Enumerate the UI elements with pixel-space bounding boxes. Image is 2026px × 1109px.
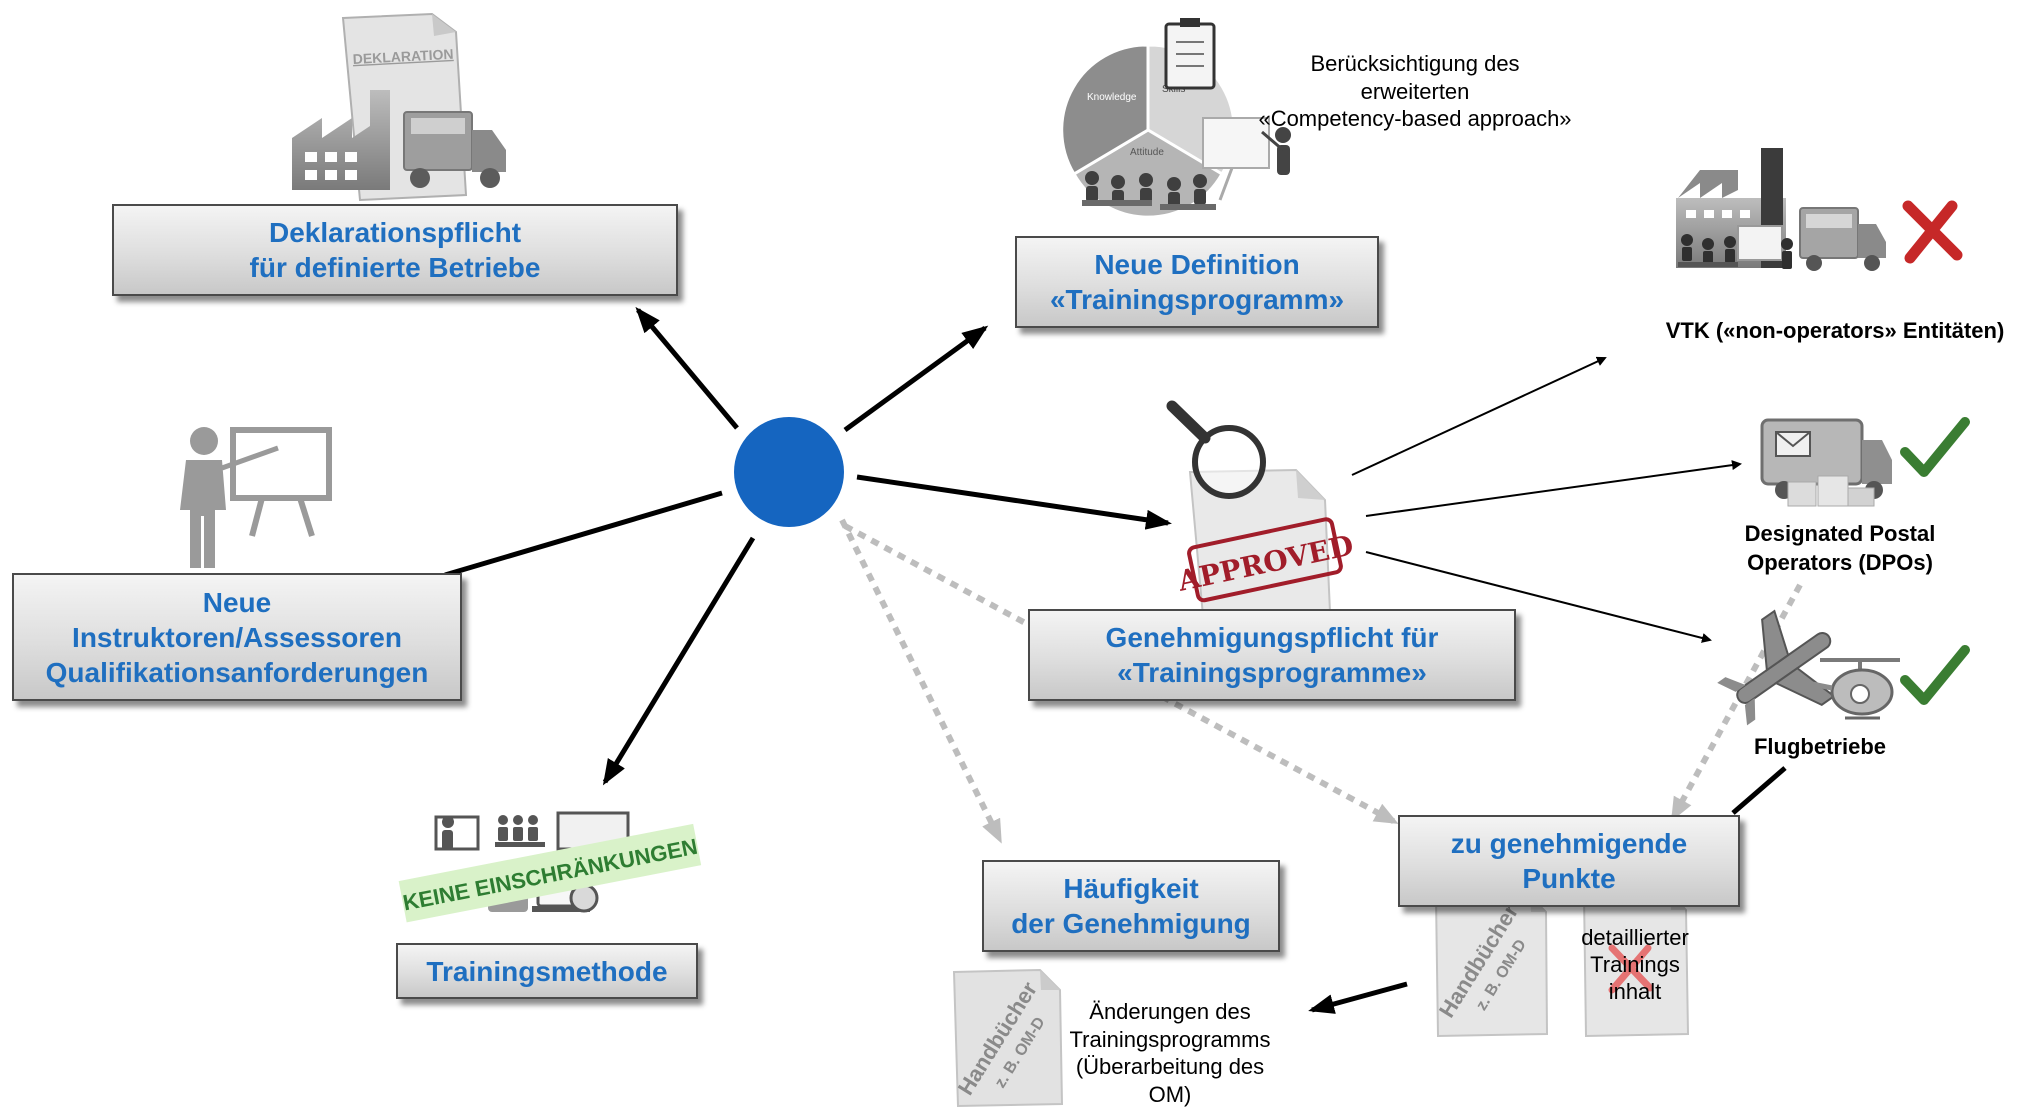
manual-document-icon: Handbücher z. B. OM-D — [953, 968, 1064, 1108]
dotted-arrow-from-dpo — [1670, 583, 1803, 822]
flugbetriebe-check-icon — [1900, 645, 1970, 705]
detail-training-label: detaillierter Trainings inhalt — [1560, 925, 1710, 1005]
approved-document-icon: APPROVED — [1166, 400, 1356, 618]
dpo-line2: Operators (DPOs) — [1747, 549, 1933, 575]
deklarationspflicht-box: Deklarationspflicht für definierte Betri… — [112, 204, 678, 296]
deklaration-line2: für definierte Betriebe — [249, 252, 541, 283]
aenderungen-line4: OM) — [1148, 1081, 1192, 1107]
detail-line3: inhalt — [1608, 978, 1662, 1004]
instructor-whiteboard-icon — [180, 427, 332, 568]
arrow-to-genehmigungspflicht — [856, 474, 1172, 530]
neue-definition-line2: «Trainingsprogramm» — [1049, 284, 1345, 315]
detail-line1: detaillierter — [1581, 925, 1689, 950]
dpo-label: Designated Postal Operators (DPOs) — [1720, 520, 1960, 577]
instruktoren-line3: Qualifikationsanforderungen — [45, 656, 429, 688]
instruktoren-box: Neue Instruktoren/Assessoren Qualifikati… — [12, 573, 462, 701]
genehmigungspflicht-line1: Genehmigungspflicht für — [1105, 622, 1439, 653]
arrow-to-dpo — [1365, 460, 1742, 517]
trainingsmethode-box: Trainingsmethode — [396, 943, 698, 999]
pie-knowledge-label: Knowledge — [1087, 92, 1137, 103]
aenderungen-line2: Trainingsprogramms — [1069, 1026, 1271, 1052]
helicopter-icon — [1811, 658, 1900, 720]
postal-truck-icon — [1760, 418, 1892, 507]
aenderungen-line1: Änderungen des — [1089, 999, 1251, 1024]
instruktoren-line2: Instruktoren/Assessoren — [72, 621, 402, 653]
aenderungen-label: Änderungen des Trainingsprogramms (Übera… — [1060, 998, 1280, 1108]
competency-training-icon: Knowledge Skills Attitude — [1060, 18, 1291, 219]
dpo-line1: Designated Postal — [1744, 521, 1936, 546]
competency-line2: «Competency-based approach» — [1258, 106, 1572, 131]
line-to-instruktoren — [444, 490, 723, 578]
zu-genehmigende-punkte-box: zu genehmigende Punkte — [1398, 815, 1740, 907]
neue-definition-box: Neue Definition «Trainingsprogramm» — [1015, 236, 1379, 328]
vtk-factory-icon — [1676, 148, 1886, 271]
line-flugbetriebe-to-punkte — [1731, 766, 1787, 815]
detail-line2: Trainings — [1590, 951, 1680, 977]
training-methods-icon: KEINE EINSCHRÄNKUNGEN — [398, 811, 702, 923]
genehmigungspflicht-box: Genehmigungspflicht für «Trainingsprogra… — [1028, 609, 1516, 701]
factory-declaration-icon: DEKLARATION — [292, 12, 506, 202]
haeufigkeit-box: Häufigkeit der Genehmigung — [982, 860, 1280, 952]
dotted-arrow-to-haeufigkeit — [839, 518, 1003, 844]
zu-genehmigende-line2: Punkte — [1522, 863, 1616, 894]
pie-attitude-label: Attitude — [1130, 147, 1164, 158]
instruktoren-line1: Neue — [202, 586, 272, 618]
competency-line1: Berücksichtigung des erweiterten — [1310, 51, 1520, 104]
haeufigkeit-line1: Häufigkeit — [1063, 873, 1199, 904]
arrow-to-deklaration — [635, 306, 739, 430]
neue-definition-line1: Neue Definition — [1094, 249, 1300, 280]
competency-label: Berücksichtigung des erweiterten «Compet… — [1255, 50, 1575, 133]
arrow-to-trainingsmethode — [602, 536, 756, 786]
flugbetriebe-label: Flugbetriebe — [1753, 734, 1886, 759]
arrow-to-flugbetriebe — [1365, 551, 1712, 643]
dpo-check-icon — [1900, 417, 1970, 477]
genehmigungspflicht-line2: «Trainingsprogramme» — [1117, 657, 1427, 688]
airplane-icon — [1717, 609, 1836, 726]
vtk-cross-icon — [1902, 200, 1963, 264]
manual-document-icon-2: Handbücher z. B. OM-D — [1434, 894, 1549, 1038]
haeufigkeit-line2: der Genehmigung — [1011, 908, 1251, 939]
deklaration-doc-label: DEKLARATION — [352, 46, 454, 67]
arrow-to-neue-definition — [843, 325, 989, 433]
arrow-to-aenderungen — [1308, 981, 1408, 1014]
zu-genehmigende-line1: zu genehmigende — [1450, 828, 1688, 859]
arrow-to-vtk — [1351, 356, 1607, 476]
aenderungen-line3: (Überarbeitung des — [1075, 1054, 1265, 1079]
vtk-label: VTK («non-operators» Entitäten) — [1665, 318, 2005, 343]
central-hub — [734, 417, 844, 527]
trainingsmethode-line1: Trainingsmethode — [426, 955, 668, 987]
deklaration-line1: Deklarationspflicht — [268, 217, 522, 248]
